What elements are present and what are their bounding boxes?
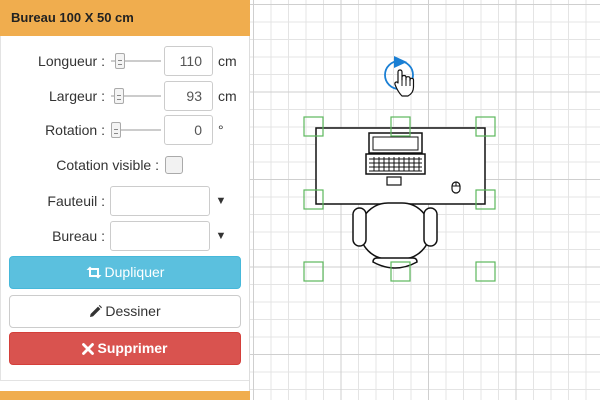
handle-bottom-right[interactable]	[475, 261, 496, 282]
handle-middle-right[interactable]	[475, 189, 496, 210]
rotation-slider-thumb[interactable]	[111, 122, 121, 138]
handle-top-center[interactable]	[390, 116, 411, 137]
fauteuil-row: Fauteuil :	[1, 185, 250, 217]
longueur-unit: cm	[218, 53, 237, 69]
fauteuil-caret-icon[interactable]: ▼	[215, 195, 227, 207]
longueur-slider-thumb[interactable]	[115, 53, 125, 69]
longueur-slider[interactable]	[111, 53, 161, 69]
fauteuil-label: Fauteuil :	[47, 193, 105, 209]
pencil-icon	[90, 305, 103, 317]
panel-body: Longueur : cm Largeur : cm Rotation : °	[0, 36, 249, 381]
handle-middle-left[interactable]	[303, 189, 324, 210]
retweet-icon	[86, 266, 102, 279]
panel-title: Bureau 100 X 50 cm	[0, 0, 250, 36]
handle-bottom-center[interactable]	[390, 261, 411, 282]
bureau-select[interactable]	[110, 221, 210, 251]
dupliquer-button[interactable]: Dupliquer	[9, 256, 241, 289]
handle-top-right[interactable]	[475, 116, 496, 137]
longueur-label: Longueur :	[38, 53, 105, 69]
handle-bottom-left[interactable]	[303, 261, 324, 282]
close-icon	[82, 343, 95, 355]
supprimer-button[interactable]: Supprimer	[9, 332, 241, 365]
longueur-row: Longueur : cm	[1, 45, 250, 77]
floor-plan-svg	[303, 56, 496, 282]
cotation-row: Cotation visible :	[1, 149, 250, 181]
rotation-slider[interactable]	[111, 122, 161, 138]
mouse-icon	[451, 181, 461, 194]
rotation-row: Rotation : °	[1, 114, 250, 146]
largeur-slider[interactable]	[111, 88, 161, 104]
largeur-slider-thumb[interactable]	[114, 88, 125, 104]
cotation-checkbox[interactable]	[165, 156, 183, 174]
rotation-label: Rotation :	[45, 122, 105, 138]
cotation-label: Cotation visible :	[56, 157, 159, 173]
rotation-input[interactable]	[164, 115, 213, 145]
bureau-caret-icon[interactable]: ▼	[215, 230, 227, 242]
rotation-unit: °	[218, 122, 224, 138]
dessiner-label: Dessiner	[105, 303, 161, 319]
largeur-input[interactable]	[164, 81, 213, 111]
largeur-unit: cm	[218, 88, 237, 104]
dessiner-button[interactable]: Dessiner	[9, 295, 241, 328]
handle-top-left[interactable]	[303, 116, 324, 137]
laptop-icon	[365, 132, 426, 186]
fauteuil-select[interactable]	[110, 186, 210, 216]
supprimer-label: Supprimer	[97, 340, 168, 356]
properties-panel: Bureau 100 X 50 cm Longueur : cm Largeur…	[0, 0, 250, 400]
hand-pointer-icon	[394, 69, 415, 97]
dupliquer-label: Dupliquer	[104, 264, 165, 280]
longueur-input[interactable]	[164, 46, 213, 76]
drawing-canvas[interactable]	[250, 0, 600, 400]
largeur-label: Largeur :	[48, 88, 105, 104]
bureau-row: Bureau :	[1, 220, 250, 252]
largeur-row: Largeur : cm	[1, 80, 250, 112]
chair-icon[interactable]	[352, 202, 438, 269]
panel-footer	[0, 391, 250, 400]
bureau-label: Bureau :	[52, 228, 105, 244]
